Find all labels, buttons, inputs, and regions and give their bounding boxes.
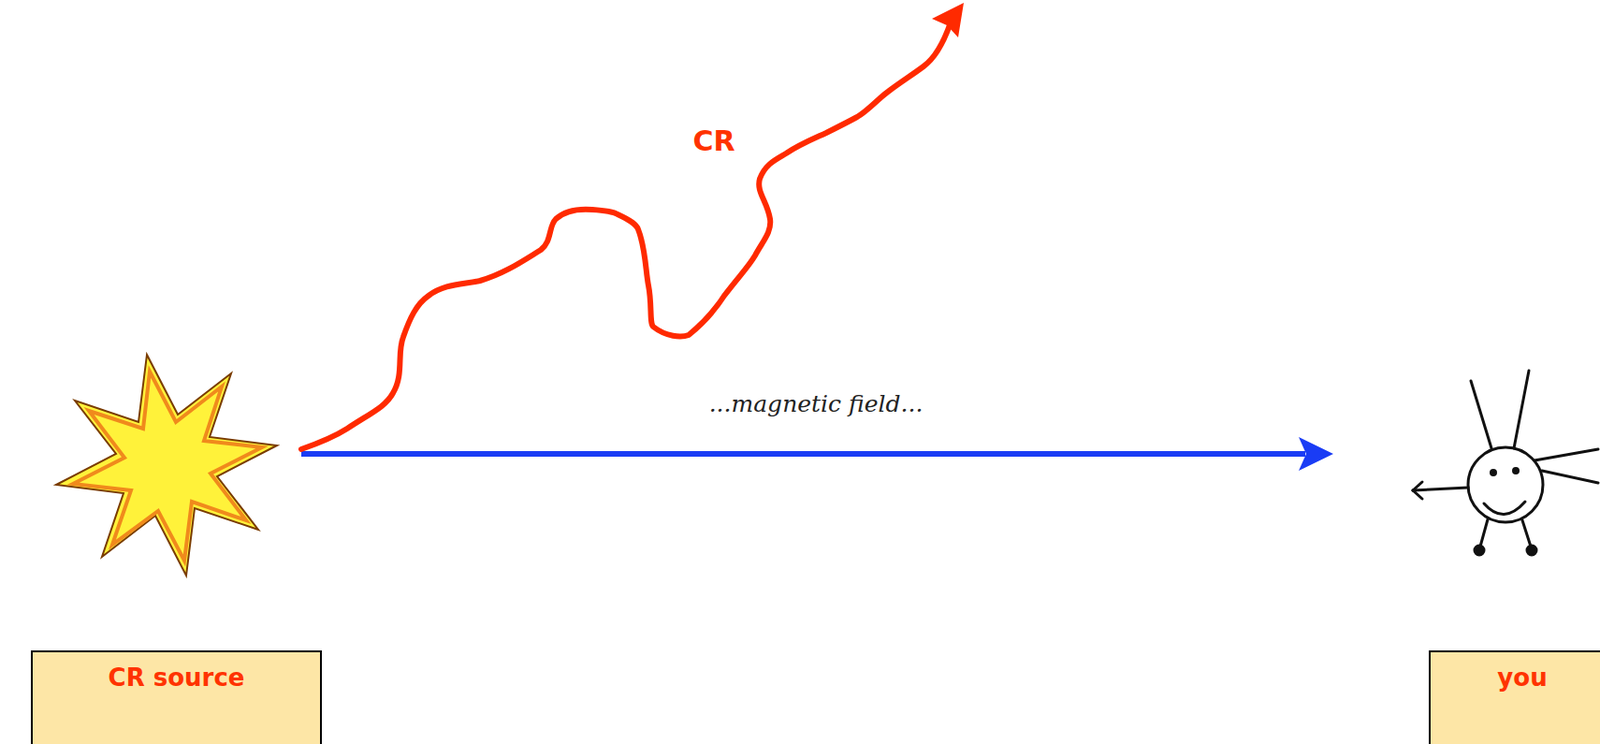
field-arrow-line — [301, 450, 1306, 457]
observer-figure — [1412, 370, 1599, 555]
source-box: CR source — [30, 650, 322, 744]
cr-arrowhead — [931, 2, 964, 38]
cr-label: CR — [692, 124, 735, 158]
observer-box: you — [1428, 650, 1600, 744]
field-arrowhead — [1298, 436, 1334, 471]
field-label: ...magnetic field... — [709, 390, 924, 418]
box-label: CR source — [42, 663, 311, 692]
source-star — [56, 354, 277, 576]
source-star-inner-outline — [72, 371, 262, 561]
cr-trajectory — [301, 22, 951, 450]
box-label: you — [1440, 663, 1600, 692]
